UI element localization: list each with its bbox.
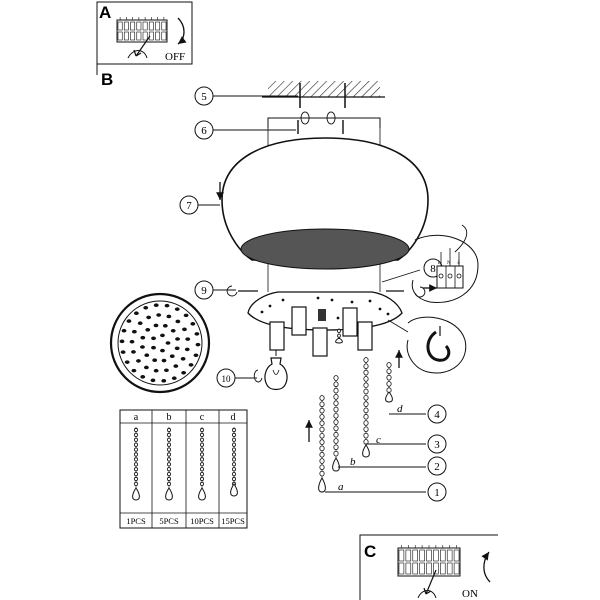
rotate-arrow-icon (226, 285, 238, 297)
callout-label: 1 (434, 487, 440, 499)
table-header-b: b (167, 412, 172, 423)
strand-letter-c: c (376, 434, 381, 446)
strand-letter-d: d (397, 403, 403, 415)
panel-a-letter: A (99, 3, 111, 22)
callout-10: 10 (216, 368, 236, 388)
glass-shade (221, 137, 429, 270)
strand-table: a b c d 1PCS 5PCS 10PCS 15PCS (119, 409, 248, 529)
table-qty-c: 10PCS (190, 516, 214, 526)
callout-2: 2 (427, 456, 447, 476)
callout-1: 1 (427, 482, 447, 502)
table-header-c: c (200, 412, 205, 423)
hook-icon (426, 330, 451, 362)
rotate-arrow-icon (300, 111, 310, 125)
callout-label: 5 (201, 91, 207, 103)
strand-letter-a: a (338, 481, 344, 493)
table-qty-b: 5PCS (159, 516, 179, 526)
panel-a-action: OFF (165, 51, 185, 63)
callout-label: 9 (201, 285, 207, 297)
panel-c-action: ON (462, 588, 478, 600)
table-qty-d: 15PCS (221, 516, 245, 526)
lamp-holder-cap (318, 309, 326, 321)
mounting-bracket (267, 117, 381, 128)
panel-c-frame (359, 534, 498, 600)
lamp-holder (291, 306, 307, 336)
lamp-holders (269, 306, 373, 357)
callout-3: 3 (427, 434, 447, 454)
lamp-holder (269, 321, 285, 351)
callout-9: 9 (194, 280, 214, 300)
ceiling-icon (268, 81, 380, 97)
table-header-a: a (134, 412, 139, 423)
crystal-strands (318, 328, 393, 493)
rotate-arrow-icon (177, 17, 187, 45)
terminal-label-earth: ⏚ (456, 259, 461, 266)
terminal-label-n: N (447, 261, 451, 266)
terminal-block-icon (116, 17, 168, 43)
callout-label: 6 (201, 125, 207, 137)
lamp-holder (357, 321, 373, 351)
panel-b-letter: B (101, 70, 113, 89)
callout-label: 2 (434, 461, 440, 473)
callout-7: 7 (179, 195, 199, 215)
panel-a: A OFF (96, 1, 193, 65)
terminal-label-l: L (438, 261, 441, 266)
terminal-block-icon (436, 265, 464, 289)
callout-label: 3 (434, 439, 440, 451)
lamp-holder (312, 327, 328, 357)
panel-b: B (96, 63, 479, 502)
table-header-d: d (231, 412, 236, 423)
strand-letter-b: b (350, 456, 356, 468)
hook-inset (387, 316, 467, 374)
rotate-arrow-icon (253, 369, 263, 383)
panel-c: C ON (359, 534, 498, 600)
rosette-top-view (109, 292, 211, 394)
terminal-block-icon (397, 545, 461, 577)
callout-4: 4 (427, 404, 447, 424)
bulb-icon (264, 350, 288, 391)
panel-c-letter: C (364, 542, 376, 561)
callout-label: 4 (434, 409, 440, 421)
callout-label: 7 (186, 200, 192, 212)
table-qty-a: 1PCS (126, 516, 146, 526)
rotate-arrow-icon (326, 111, 336, 125)
lamp-holder (342, 307, 358, 337)
callout-label: 8 (430, 263, 436, 275)
callout-6: 6 (194, 120, 214, 140)
wiring-inset: L N ⏚ (381, 224, 479, 303)
hand-icon (417, 590, 437, 599)
rotate-arrow-icon (481, 551, 491, 583)
callout-5: 5 (194, 86, 214, 106)
callout-label: 10 (222, 374, 232, 384)
hand-icon (127, 50, 148, 59)
